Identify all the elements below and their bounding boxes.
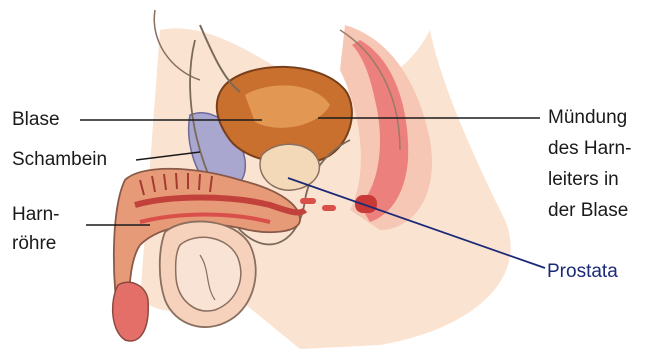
label-muendung-line2: des Harn- xyxy=(548,137,631,160)
label-muendung-line1: Mündung xyxy=(548,106,627,129)
label-prostata: Prostata xyxy=(547,260,618,283)
label-harnroehre-line2: röhre xyxy=(12,232,56,255)
prostate xyxy=(260,144,319,190)
label-schambein: Schambein xyxy=(12,148,107,171)
glans xyxy=(113,282,149,341)
label-muendung-line4: der Blase xyxy=(548,199,628,222)
label-blase: Blase xyxy=(12,108,60,131)
label-harnroehre-line1: Harn- xyxy=(12,203,60,226)
testis xyxy=(176,237,241,311)
label-muendung-line3: leiters in xyxy=(548,168,619,191)
